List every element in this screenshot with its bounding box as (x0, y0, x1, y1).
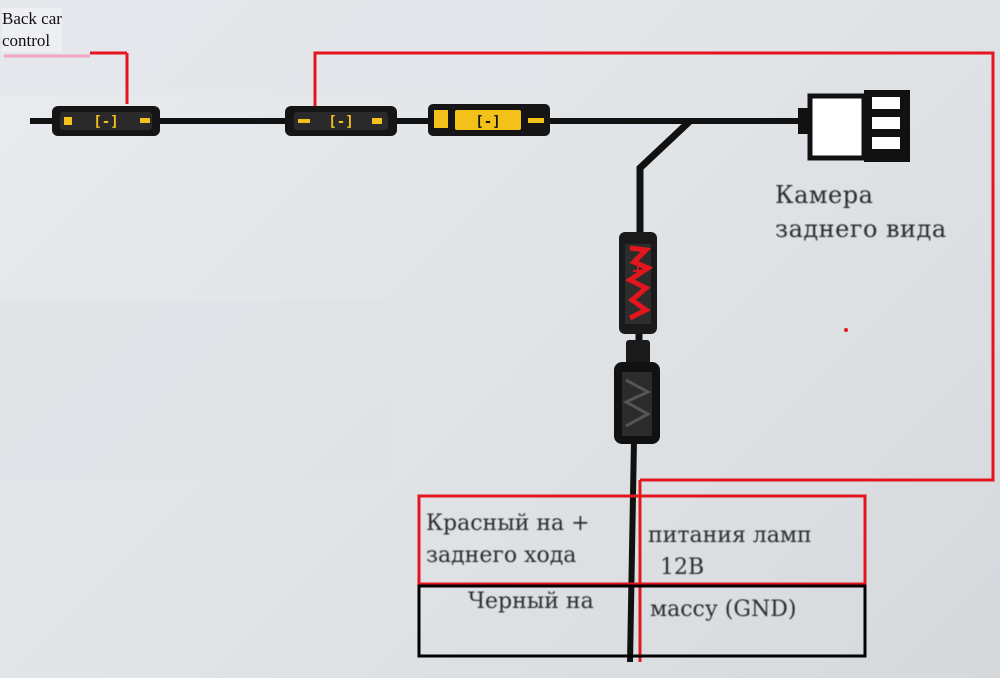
camera-label: Камера заднего вида (775, 181, 947, 243)
red-row-left-text: Красный на + заднего хода (426, 511, 590, 568)
branch-cable (636, 118, 693, 235)
ground-cable (627, 439, 637, 663)
back-car-control-label: Back car control (2, 8, 62, 52)
black-row-right-text: массу (GND) (650, 597, 797, 622)
red-table-box (417, 494, 867, 586)
black-table-box (417, 584, 867, 658)
connector-3: [-] (428, 104, 550, 136)
connector-1: [-] (52, 106, 160, 136)
camera-icon (798, 90, 910, 162)
power-plug-red: + (619, 232, 657, 334)
red-row-right-text: питания ламп 12В (648, 523, 812, 580)
connector-1-label: [-] (93, 114, 118, 130)
connector-3-label: [-] (475, 114, 500, 130)
black-row-left-text: Черный на (468, 589, 594, 614)
connector-2-label: [-] (328, 114, 353, 130)
connector-2: [-] (285, 106, 397, 136)
power-plug-label: + (631, 261, 644, 280)
power-plug-black (614, 340, 660, 444)
red-annotation-frame (313, 51, 995, 482)
